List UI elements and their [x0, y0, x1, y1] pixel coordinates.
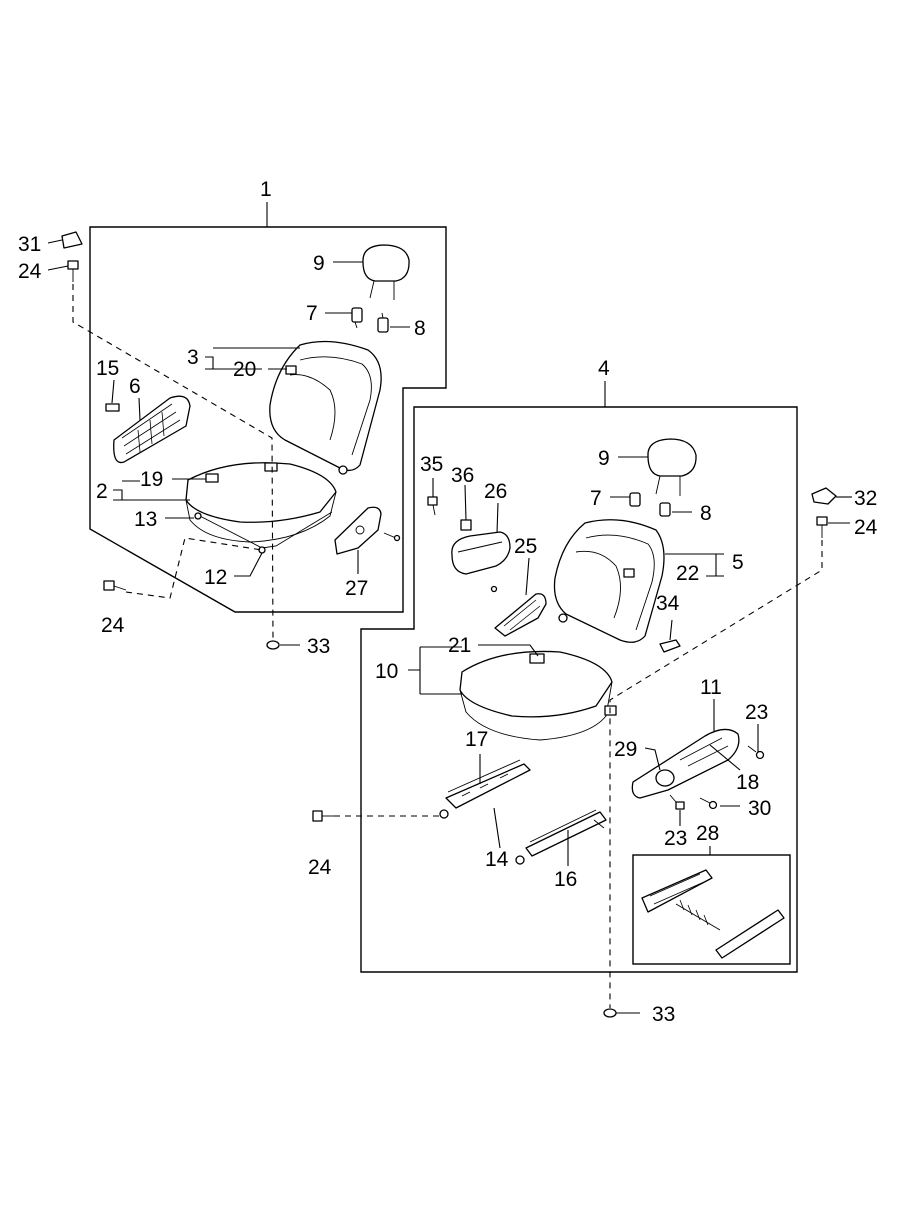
callout-recliner-11: 11 — [700, 676, 722, 699]
callout-nut-33-a: 33 — [307, 635, 330, 658]
callout-20: 20 — [233, 358, 256, 381]
callout-clip-8-r: 8 — [700, 502, 712, 525]
callout-35: 35 — [420, 453, 443, 476]
callout-bolt-24-b: 24 — [101, 614, 125, 637]
seat-cushion-icon — [459, 650, 617, 741]
seat-cushion-icon — [185, 462, 337, 554]
bolt-icon — [427, 496, 438, 516]
clip-icon — [377, 312, 389, 333]
bolt-icon — [699, 797, 718, 810]
callout-bolt-24-a: 24 — [18, 260, 42, 283]
bolt-icon — [312, 810, 334, 822]
clip-icon — [659, 639, 681, 653]
bolt-icon — [816, 516, 828, 538]
callout-clip-8: 8 — [414, 317, 426, 340]
callout-22: 22 — [676, 562, 699, 585]
bracket-icon — [61, 231, 83, 249]
callout-bolt-24-c: 24 — [854, 516, 878, 539]
callout-recliner-6: 6 — [129, 375, 141, 398]
callout-bolt-23-b: 23 — [664, 827, 687, 850]
bracket-icon — [490, 585, 547, 637]
callout-bolt-24-d: 24 — [308, 856, 332, 879]
callout-rail-14: 14 — [485, 848, 509, 871]
callout-rail-16: 16 — [554, 868, 577, 891]
callout-clip-7-r: 7 — [590, 487, 602, 510]
bolt-icon — [67, 260, 79, 282]
callout-headrest-9: 9 — [313, 252, 325, 275]
left-assembly-frame — [89, 226, 447, 613]
right-assembly-frame — [360, 406, 798, 973]
headrest-icon — [647, 438, 697, 496]
recliner-cover-icon — [113, 395, 191, 464]
callout-31: 31 — [18, 233, 41, 256]
callout-21: 21 — [448, 634, 471, 657]
sub-assembly-frame-28 — [632, 854, 791, 965]
clip-icon — [460, 519, 472, 531]
clip-icon — [351, 307, 363, 329]
clip-icon — [105, 403, 120, 412]
callout-clip-7: 7 — [306, 302, 318, 325]
callout-29: 29 — [614, 738, 637, 761]
callout-19: 19 — [140, 468, 163, 491]
dashed-connector — [609, 540, 823, 1008]
callout-15: 15 — [96, 357, 119, 380]
callout-13: 13 — [134, 508, 157, 531]
seat-back-icon — [269, 340, 382, 475]
callout-32: 32 — [854, 487, 877, 510]
callout-bolt-23-a: 23 — [745, 701, 768, 724]
callout-nut-33-b: 33 — [652, 1003, 675, 1026]
bracket-icon — [334, 506, 401, 555]
clip-icon — [629, 492, 641, 507]
nut-icon — [266, 640, 280, 650]
leader-lines — [47, 202, 852, 1014]
dashed-connector — [125, 537, 263, 599]
callout-seat-back-3: 3 — [187, 346, 199, 369]
callout-18: 18 — [736, 771, 759, 794]
callout-bracket-27: 27 — [345, 577, 368, 600]
callout-assembly-4: 4 — [598, 357, 610, 380]
callout-armrest-26: 26 — [484, 480, 507, 503]
bolt-icon — [747, 745, 765, 760]
callout-bolt-30: 30 — [748, 797, 771, 820]
callout-36: 36 — [451, 464, 474, 487]
nut-icon — [603, 1008, 617, 1018]
callout-bracket-25: 25 — [514, 535, 537, 558]
seat-rail-icon — [515, 809, 607, 865]
armrest-icon — [451, 531, 511, 575]
bracket-icon — [811, 487, 837, 505]
seat-rail-icon — [439, 759, 531, 819]
callout-headrest-9-r: 9 — [598, 447, 610, 470]
clip-icon — [659, 502, 671, 517]
headrest-icon — [362, 244, 410, 300]
callout-rail-17: 17 — [465, 728, 488, 751]
callout-34: 34 — [656, 592, 680, 615]
bolt-icon — [103, 580, 127, 591]
bolt-icon — [669, 794, 685, 810]
callout-cushion-2: 2 — [96, 480, 108, 503]
seat-rail-icon — [641, 869, 785, 959]
callout-assembly-1: 1 — [260, 178, 272, 201]
callout-12: 12 — [204, 566, 227, 589]
seat-back-icon — [553, 519, 665, 643]
callout-subassembly-28: 28 — [696, 822, 719, 845]
callout-cushion-10: 10 — [375, 660, 398, 683]
recliner-cover-icon — [631, 728, 740, 799]
callout-seat-back-5: 5 — [732, 551, 744, 574]
